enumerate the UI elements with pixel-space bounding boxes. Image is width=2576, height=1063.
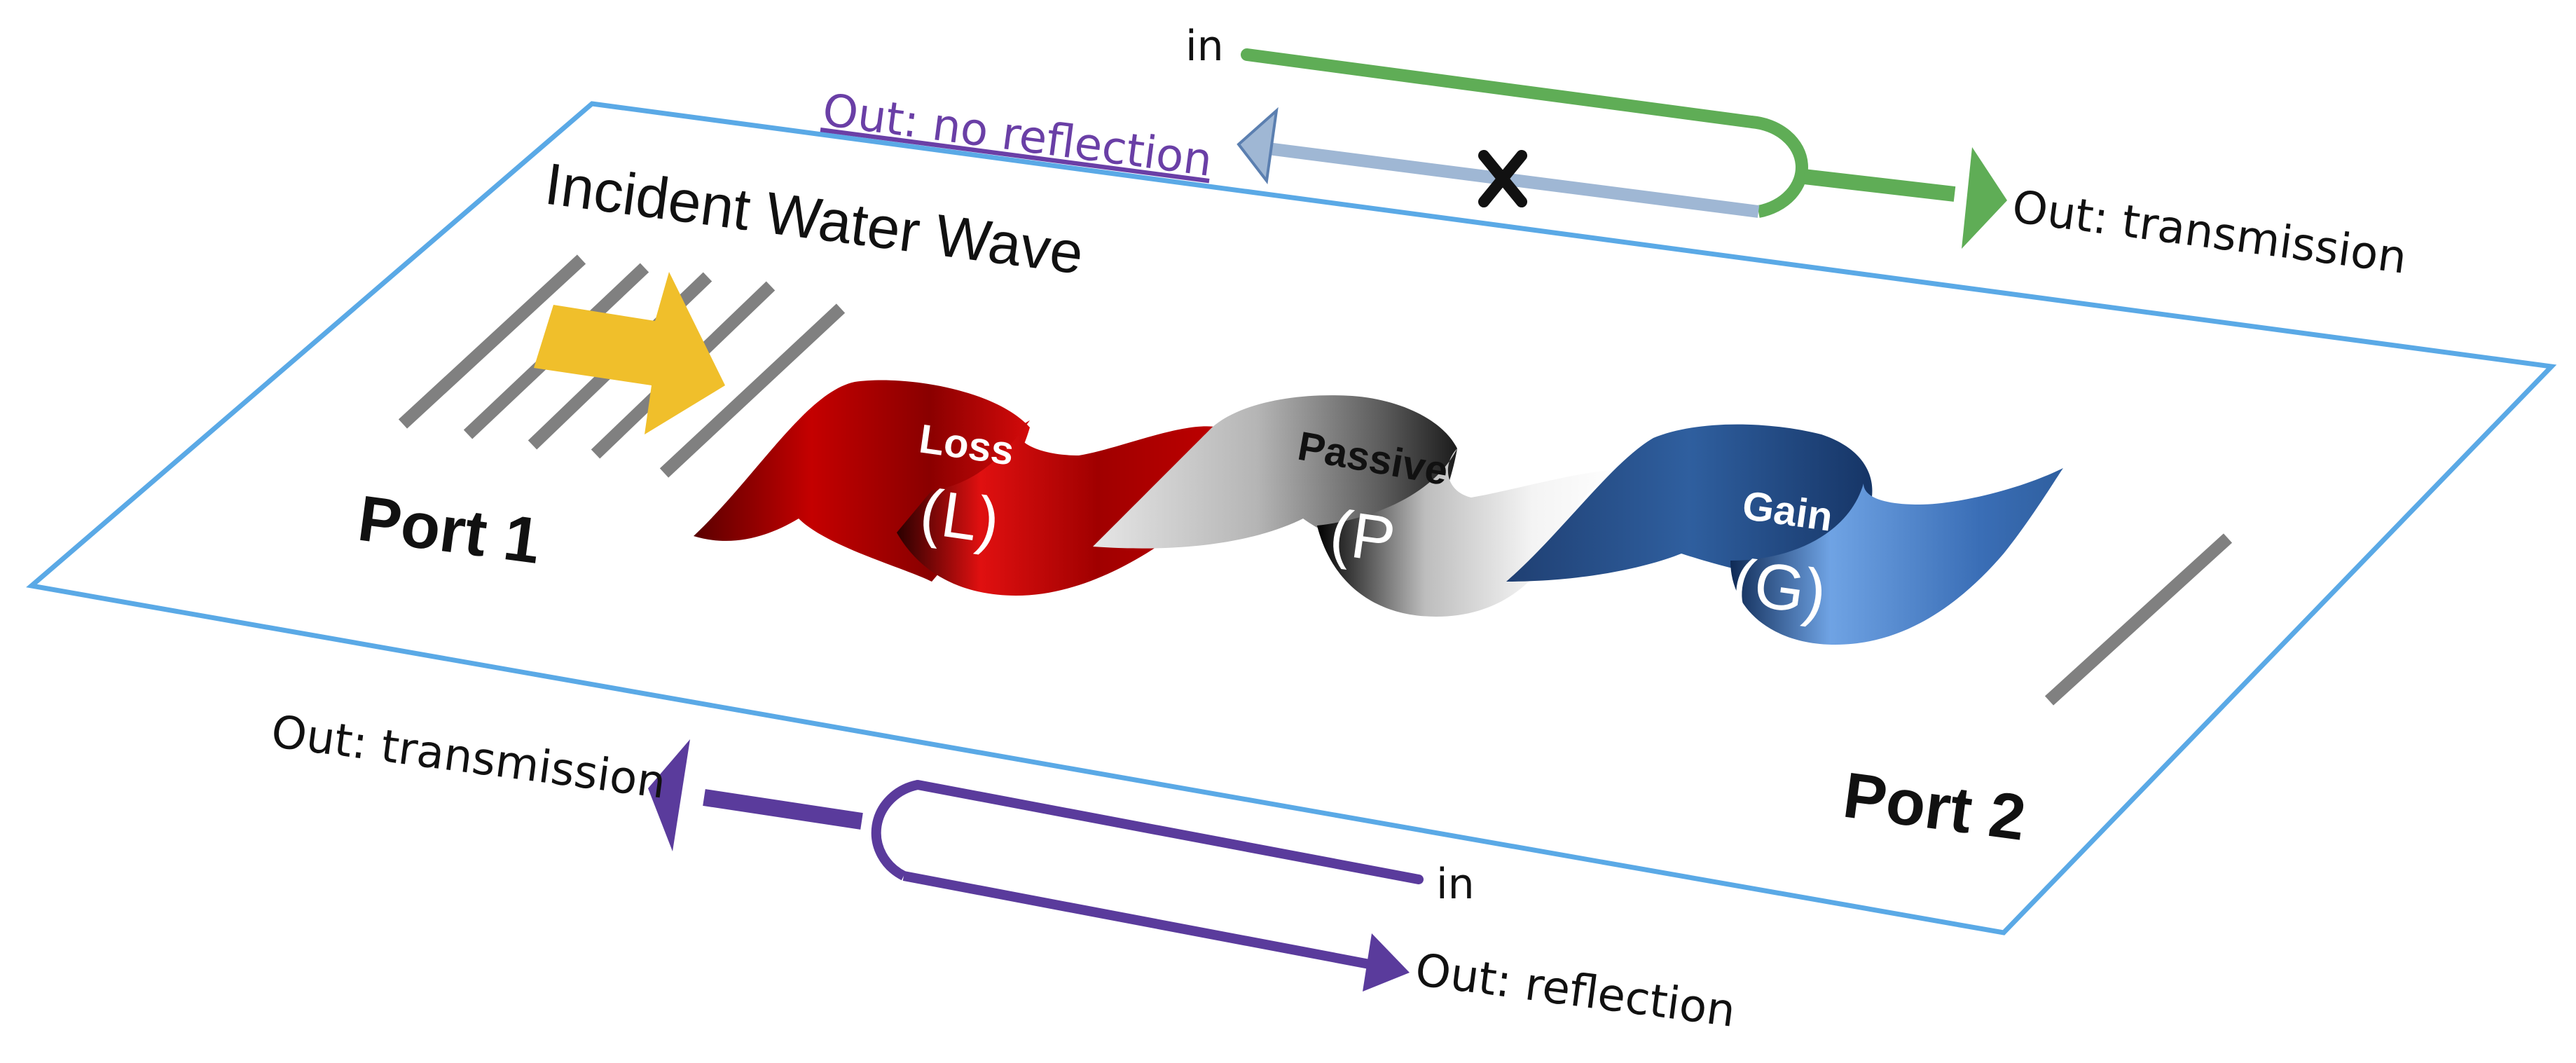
loss-symbol: (L) <box>916 476 1004 558</box>
gain-segment-front <box>1730 468 2063 645</box>
top-return-loop <box>1751 116 1808 218</box>
wave-crest <box>398 254 586 429</box>
top-no-reflection-line <box>1267 142 1760 218</box>
passive-segment-front <box>1317 448 1625 617</box>
segment-strip <box>694 380 2063 645</box>
gain-segment-back <box>1506 424 1873 582</box>
bottom-reflection-arrowhead <box>1363 933 1410 992</box>
bottom-in-label: in <box>1436 860 1475 909</box>
top-in-line <box>1241 48 1758 128</box>
bottom-out-reflection-label: Out: reflection <box>1412 944 1738 1037</box>
bottom-return-loop <box>871 780 919 881</box>
bottom-transmission-arrowhead <box>648 739 690 851</box>
bottom-in-line <box>913 780 1424 884</box>
loss-segment-front <box>897 420 1232 596</box>
passive-symbol: (P <box>1325 497 1399 577</box>
bottom-scattering-path <box>648 739 1424 992</box>
cross-icon <box>1478 150 1527 207</box>
top-no-reflection-arrowhead <box>1237 107 1279 184</box>
right-arrow-icon <box>534 272 725 434</box>
top-transmission-arrowhead <box>1962 147 2007 249</box>
gain-symbol: (G) <box>1728 546 1831 629</box>
top-out-transmission-label: Out: transmission <box>2009 181 2410 284</box>
top-in-label: in <box>1185 22 1224 71</box>
bottom-out-transmission-label: Out: transmission <box>268 706 669 809</box>
port2-wave-crest <box>2044 533 2233 706</box>
top-transmission-line <box>1803 169 1956 202</box>
bottom-reflection-line <box>902 871 1378 971</box>
wave-crest <box>659 303 846 478</box>
top-scattering-path <box>1237 48 2007 249</box>
bottom-transmission-line <box>703 789 863 830</box>
